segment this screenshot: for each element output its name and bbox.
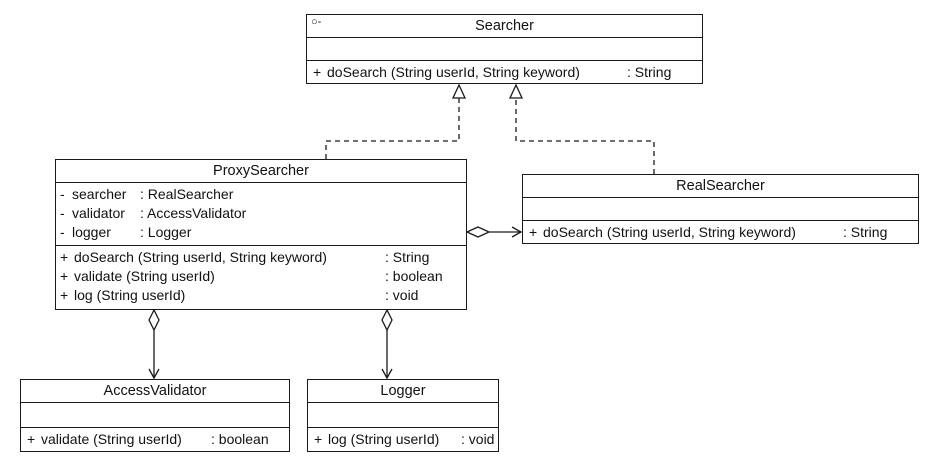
class-logger[interactable]: Logger + log (String userId) : void <box>307 379 499 452</box>
operation-row: + doSearch (String userId, String keywor… <box>60 249 430 265</box>
attribute-row: - searcher : RealSearcher <box>60 186 234 202</box>
attributes-compartment <box>21 403 289 428</box>
attribute-row: - logger : Logger <box>60 224 192 240</box>
aggregation-arrow-real <box>511 226 523 238</box>
aggregation-arrow-logger <box>381 368 393 380</box>
aggregation-diamond-logger <box>381 308 393 332</box>
operation-row: + doSearch (String userId, String keywor… <box>313 64 672 80</box>
class-access-validator[interactable]: AccessValidator + validate (String userI… <box>20 379 290 452</box>
interface-lollipop-icon: ○- <box>311 16 322 28</box>
aggregation-diamond-real <box>465 226 491 238</box>
operations-compartment: + doSearch (String userId, String keywor… <box>523 221 918 245</box>
class-name: ProxySearcher <box>56 160 466 183</box>
operation-row: + log (String userId) : void <box>60 287 419 303</box>
class-searcher[interactable]: ○- Searcher + doSearch (String userId, S… <box>306 14 703 84</box>
class-name: Logger <box>308 380 498 403</box>
attributes-compartment <box>308 403 498 428</box>
operations-compartment: + doSearch (String userId, String keywor… <box>56 246 466 308</box>
operation-row: + validate (String userId) : boolean <box>27 431 269 447</box>
class-name: ○- Searcher <box>307 15 702 38</box>
realization-line-proxy <box>325 98 460 159</box>
attributes-compartment <box>307 38 702 61</box>
aggregation-diamond-validator <box>148 308 160 332</box>
operations-compartment: + doSearch (String userId, String keywor… <box>307 61 702 85</box>
attributes-compartment: - searcher : RealSearcher - validator : … <box>56 183 466 246</box>
operation-row: + log (String userId) : void <box>314 431 495 447</box>
operation-row: + validate (String userId) : boolean <box>60 268 443 284</box>
class-name: AccessValidator <box>21 380 289 403</box>
class-proxy-searcher[interactable]: ProxySearcher - searcher : RealSearcher … <box>55 159 467 310</box>
realization-arrowhead-real <box>508 83 524 99</box>
realization-arrowhead-proxy <box>451 83 467 99</box>
aggregation-arrow-validator <box>148 368 160 380</box>
operations-compartment: + log (String userId) : void <box>308 428 498 452</box>
class-name: RealSearcher <box>523 175 918 198</box>
attribute-row: - validator : AccessValidator <box>60 205 247 221</box>
operation-row: + doSearch (String userId, String keywor… <box>529 224 888 240</box>
realization-line-real <box>515 98 655 174</box>
class-real-searcher[interactable]: RealSearcher + doSearch (String userId, … <box>522 174 919 244</box>
operations-compartment: + validate (String userId) : boolean <box>21 428 289 452</box>
attributes-compartment <box>523 198 918 221</box>
